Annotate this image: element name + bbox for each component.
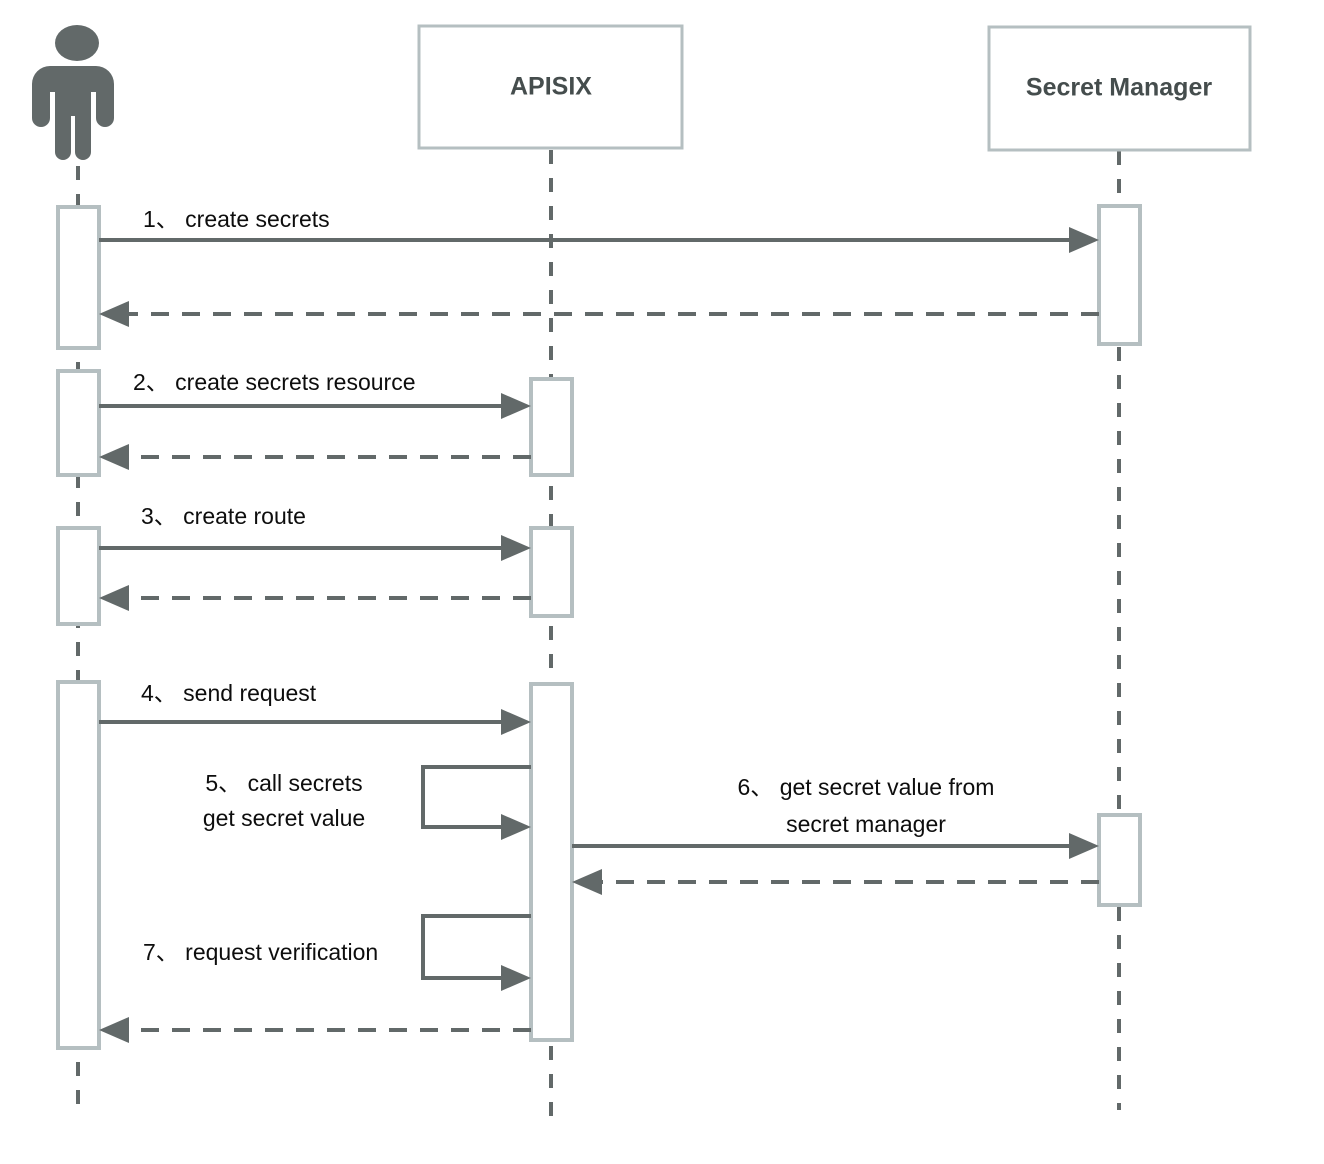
activation-apisix-3 [529, 682, 574, 1042]
activation-secret-manager-1 [1097, 204, 1142, 346]
lifelines [76, 150, 1121, 1130]
message-6-arrowhead [1069, 833, 1099, 859]
message-1-arrowhead [1069, 227, 1099, 253]
message-5-call-secrets-self[interactable]: 5、 call secrets get secret value [203, 765, 531, 840]
participant-box-secret-manager [987, 25, 1252, 152]
message-2-arrowhead [501, 393, 531, 419]
message-3-arrowhead [501, 535, 531, 561]
message-7-self-path [421, 914, 531, 980]
message-4-arrowhead [501, 709, 531, 735]
message-6-label-line1: 6、 get secret value from [738, 774, 995, 800]
participant-apisix[interactable]: APISIX [417, 24, 684, 150]
message-7-request-verification-self[interactable]: 7、 request verification [143, 914, 531, 991]
activation-apisix-1 [529, 377, 574, 477]
activation-bars [56, 204, 1142, 1050]
message-7-return[interactable] [99, 1017, 531, 1043]
message-2-create-secrets-resource[interactable]: 2、 create secrets resource [99, 369, 531, 419]
message-7-arrowhead [501, 965, 531, 991]
participant-secret-manager[interactable]: Secret Manager [987, 25, 1252, 152]
message-3-label: 3、 create route [141, 503, 306, 529]
message-6-label-line2: secret manager [786, 811, 946, 837]
person-actor-icon-body [32, 66, 114, 160]
activation-actor-3 [56, 526, 101, 626]
message-4-label: 4、 send request [141, 680, 317, 706]
message-7-return-arrowhead [99, 1017, 129, 1043]
message-3-create-route[interactable]: 3、 create route [99, 503, 531, 561]
message-1-return[interactable] [99, 301, 1099, 327]
message-7-label: 7、 request verification [143, 939, 378, 965]
activation-apisix-2 [529, 526, 574, 618]
message-1-create-secrets[interactable]: 1、 create secrets [99, 206, 1099, 253]
message-2-return-arrowhead [99, 444, 129, 470]
message-3-return[interactable] [99, 585, 531, 611]
message-3-return-arrowhead [99, 585, 129, 611]
activation-secret-manager-2 [1097, 813, 1142, 907]
person-actor-icon-head [55, 25, 99, 61]
message-5-self-path [421, 765, 531, 829]
participant-label-apisix: APISIX [510, 73, 592, 101]
message-4-send-request[interactable]: 4、 send request [99, 680, 531, 735]
message-6-get-secret-value[interactable]: 6、 get secret value from secret manager [572, 774, 1099, 859]
activation-actor-4 [56, 680, 101, 1050]
message-6-return[interactable] [572, 869, 1099, 895]
message-1-label: 1、 create secrets [143, 206, 330, 232]
message-1-return-arrowhead [99, 301, 129, 327]
message-2-label: 2、 create secrets resource [133, 369, 416, 395]
participant-label-secret-manager: Secret Manager [1026, 74, 1212, 102]
message-5-label-line2: get secret value [203, 805, 365, 831]
message-6-return-arrowhead [572, 869, 602, 895]
activation-actor-1 [56, 205, 101, 350]
activation-actor-2 [56, 369, 101, 477]
participant-actor[interactable] [32, 25, 114, 160]
message-5-label-line1: 5、 call secrets [205, 770, 362, 796]
participant-box-apisix [417, 24, 684, 150]
message-5-arrowhead [501, 814, 531, 840]
message-2-return[interactable] [99, 444, 531, 470]
